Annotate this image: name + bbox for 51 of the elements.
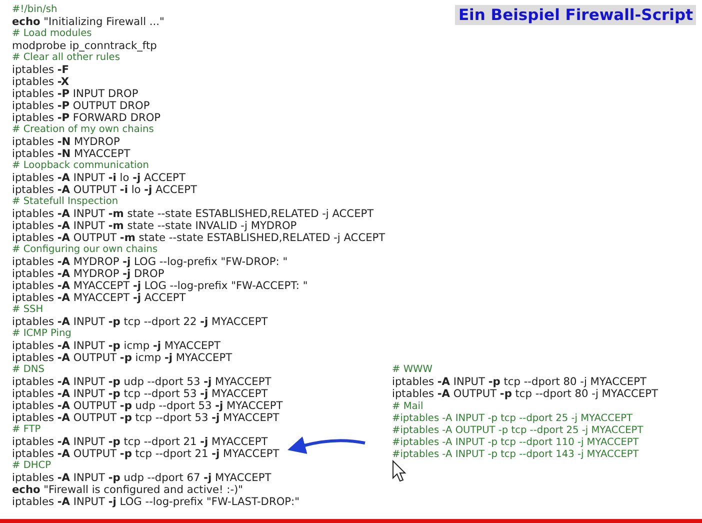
code-comment: # SSH — [12, 304, 44, 316]
code-comment: # DHCP — [12, 460, 51, 472]
code-comment: # Clear all other rules — [12, 52, 120, 64]
code-line: iptables -A INPUT -j LOG --log-prefix "FW-LAST-DROP:" — [12, 496, 300, 508]
code-line: iptables -X — [12, 76, 70, 88]
code-line: iptables -A INPUT -m state --state INVALID -j MYDROP — [12, 220, 297, 232]
code-line: iptables -A OUTPUT -m state --state ESTABLISHED,RELATED -j ACCEPT — [12, 232, 386, 244]
code-line: modprobe ip_conntrack_ftp — [12, 40, 157, 52]
code-comment: # Load modules — [12, 28, 92, 40]
code-comment: # Configuring our own chains — [12, 244, 158, 256]
code-line: echo "Initializing Firewall ..." — [12, 16, 164, 28]
code-line: iptables -N MYACCEPT — [12, 148, 130, 160]
code-comment: #iptables -A INPUT -p tcp --dport 110 -j MYACCEPT — [392, 437, 639, 450]
code-line: iptables -A OUTPUT -i lo -j ACCEPT — [12, 184, 197, 196]
title: Ein Beispiel Firewall-Script — [455, 5, 696, 25]
code-line: iptables -A MYDROP -j LOG --log-prefix "FW-DROP: " — [12, 256, 288, 268]
code-comment: # FTP — [12, 424, 41, 436]
code-comment: # Loopback communication — [12, 160, 149, 172]
code-comment: #!/bin/sh — [12, 4, 58, 16]
code-comment: # WWW — [392, 364, 432, 376]
code-line: iptables -A OUTPUT -p tcp --dport 21 -j MYACCEPT — [12, 448, 280, 460]
code-line: iptables -A INPUT -p udp --dport 67 -j MYACCEPT — [12, 472, 272, 484]
code-line: iptables -A INPUT -p udp --dport 53 -j MYACCEPT — [12, 376, 272, 388]
code-line: iptables -A OUTPUT -p tcp --dport 53 -j MYACCEPT — [12, 412, 280, 424]
code-line: iptables -A INPUT -m state --state ESTABLISHED,RELATED -j ACCEPT — [12, 208, 374, 220]
code-line: iptables -A OUTPUT -p tcp --dport 80 -j MYACCEPT — [392, 388, 658, 400]
code-line: iptables -A OUTPUT -p icmp -j MYACCEPT — [12, 352, 232, 364]
code-line: iptables -A MYACCEPT -j LOG --log-prefix "FW-ACCEPT: " — [12, 280, 308, 292]
code-line: echo "Firewall is configured and active! :-)" — [12, 484, 244, 496]
code-line: iptables -N MYDROP — [12, 136, 120, 148]
code-line: iptables -A INPUT -p icmp -j MYACCEPT — [12, 340, 221, 352]
code-line: iptables -A MYDROP -j DROP — [12, 268, 164, 280]
code-line: iptables -P OUTPUT DROP — [12, 100, 150, 112]
code-line: iptables -A MYACCEPT -j ACCEPT — [12, 292, 186, 304]
code-line: iptables -A INPUT -p tcp --dport 22 -j MYACCEPT — [12, 316, 268, 328]
code-comment: # Statefull Inspection — [12, 196, 118, 208]
code-comment: #iptables -A INPUT -p tcp --dport 143 -j MYACCEPT — [392, 449, 639, 462]
code-comment: #iptables -A INPUT -p tcp --dport 25 -j MYACCEPT — [392, 412, 633, 425]
code-line: iptables -A INPUT -p tcp --dport 21 -j MYACCEPT — [12, 436, 268, 448]
code-comment: # Mail — [392, 400, 424, 413]
code-line: iptables -A OUTPUT -p udp --dport 53 -j MYACCEPT — [12, 400, 283, 412]
code-line: iptables -F — [12, 64, 70, 76]
code-comment: #iptables -A OUTPUT -p tcp --dport 25 -j MYACCEPT — [392, 425, 644, 437]
code-comment: # Creation of my own chains — [12, 124, 154, 136]
code-comment: # DNS — [12, 364, 44, 376]
code-line: iptables -A INPUT -i lo -j ACCEPT — [12, 172, 186, 184]
code-line: iptables -P INPUT DROP — [12, 88, 138, 100]
code-comment: # ICMP Ping — [12, 328, 72, 340]
code-line: iptables -A INPUT -p tcp --dport 80 -j MYACCEPT — [392, 376, 646, 388]
code-line: iptables -A INPUT -p tcp --dport 53 -j MYACCEPT — [12, 388, 268, 400]
code-line: iptables -P FORWARD DROP — [12, 112, 161, 124]
